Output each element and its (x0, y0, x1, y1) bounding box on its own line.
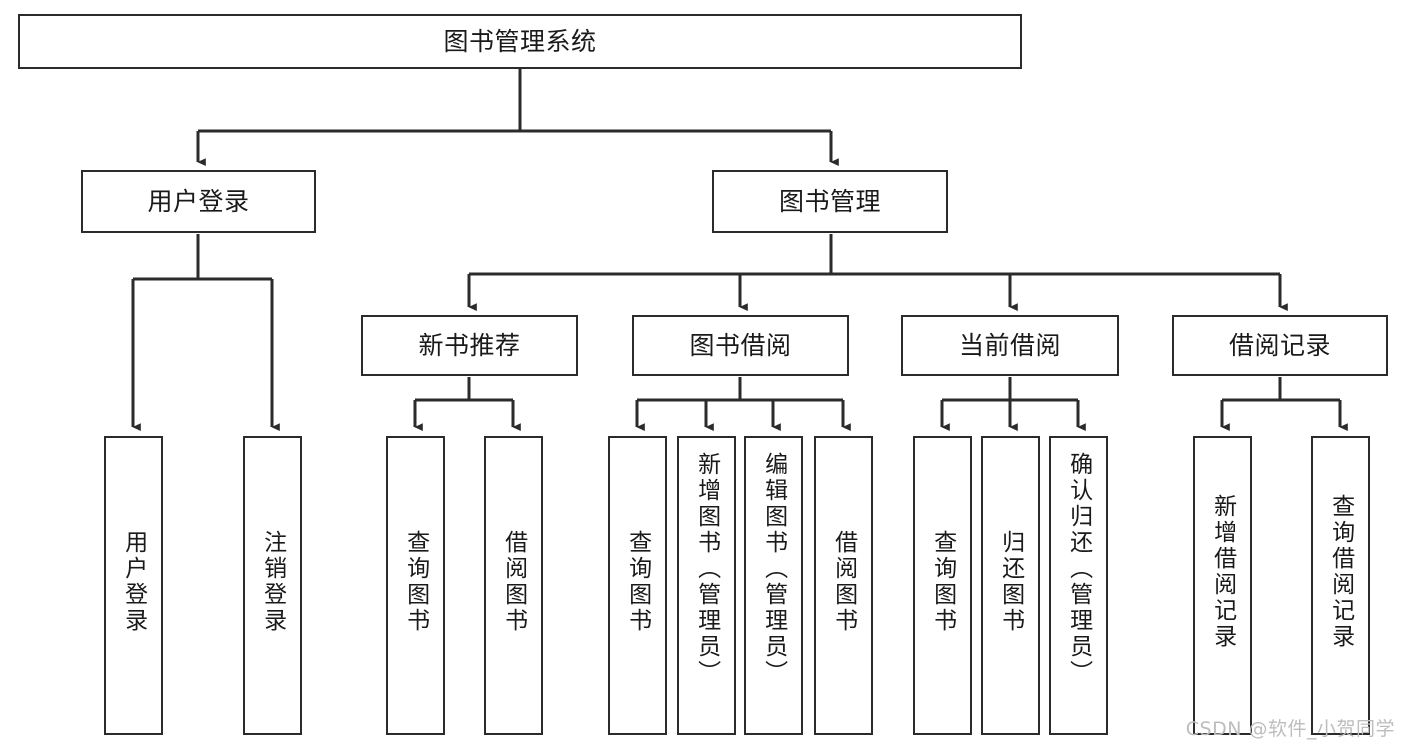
leaf-logout[interactable]: 注销登录 (243, 436, 302, 735)
leaf-borrow-book-recommend[interactable]: 借阅图书 (484, 436, 543, 735)
node-label: 归还图书 (997, 530, 1024, 634)
node-label: 编辑图书（管理员） (760, 452, 787, 686)
leaf-query-book-current[interactable]: 查询图书 (913, 436, 972, 735)
node-new-book-recommend[interactable]: 新书推荐 (361, 315, 578, 376)
watermark-text: CSDN @软件_小贺同学 (1185, 718, 1395, 740)
node-label: 查询图书 (624, 530, 651, 634)
node-book-management[interactable]: 图书管理 (712, 170, 948, 233)
node-label: 图书管理系统 (443, 26, 597, 56)
node-label: 当前借阅 (958, 330, 1061, 360)
leaf-user-login[interactable]: 用户登录 (104, 436, 163, 735)
node-current-borrow[interactable]: 当前借阅 (901, 315, 1119, 376)
leaf-add-book-admin[interactable]: 新增图书（管理员） (677, 436, 736, 735)
leaf-query-book-borrow[interactable]: 查询图书 (608, 436, 667, 735)
leaf-borrow-book[interactable]: 借阅图书 (814, 436, 873, 735)
leaf-add-borrow-record[interactable]: 新增借阅记录 (1193, 436, 1252, 735)
node-borrow-record[interactable]: 借阅记录 (1172, 315, 1388, 376)
node-label: 新增借阅记录 (1209, 494, 1236, 650)
node-label: 查询图书 (929, 530, 956, 634)
node-label: 借阅记录 (1228, 330, 1331, 360)
node-label: 注销登录 (259, 530, 286, 634)
leaf-query-borrow-record[interactable]: 查询借阅记录 (1311, 436, 1370, 735)
node-label: 借阅图书 (500, 530, 527, 634)
leaf-confirm-return-admin[interactable]: 确认归还（管理员） (1049, 436, 1108, 735)
node-label: 确认归还（管理员） (1065, 452, 1092, 686)
node-label: 查询图书 (402, 530, 429, 634)
leaf-return-book[interactable]: 归还图书 (981, 436, 1040, 735)
node-label: 图书管理 (778, 186, 881, 216)
node-label: 图书借阅 (689, 330, 792, 360)
node-label: 新增图书（管理员） (693, 452, 720, 686)
node-label: 借阅图书 (830, 530, 857, 634)
node-label: 查询借阅记录 (1327, 494, 1354, 650)
leaf-edit-book-admin[interactable]: 编辑图书（管理员） (744, 436, 803, 735)
node-label: 新书推荐 (418, 330, 521, 360)
node-user-login[interactable]: 用户登录 (81, 170, 316, 233)
node-label: 用户登录 (147, 186, 250, 216)
node-label: 用户登录 (120, 530, 147, 634)
leaf-query-book-recommend[interactable]: 查询图书 (386, 436, 445, 735)
node-book-management-system[interactable]: 图书管理系统 (18, 14, 1022, 69)
node-book-borrow[interactable]: 图书借阅 (632, 315, 849, 376)
